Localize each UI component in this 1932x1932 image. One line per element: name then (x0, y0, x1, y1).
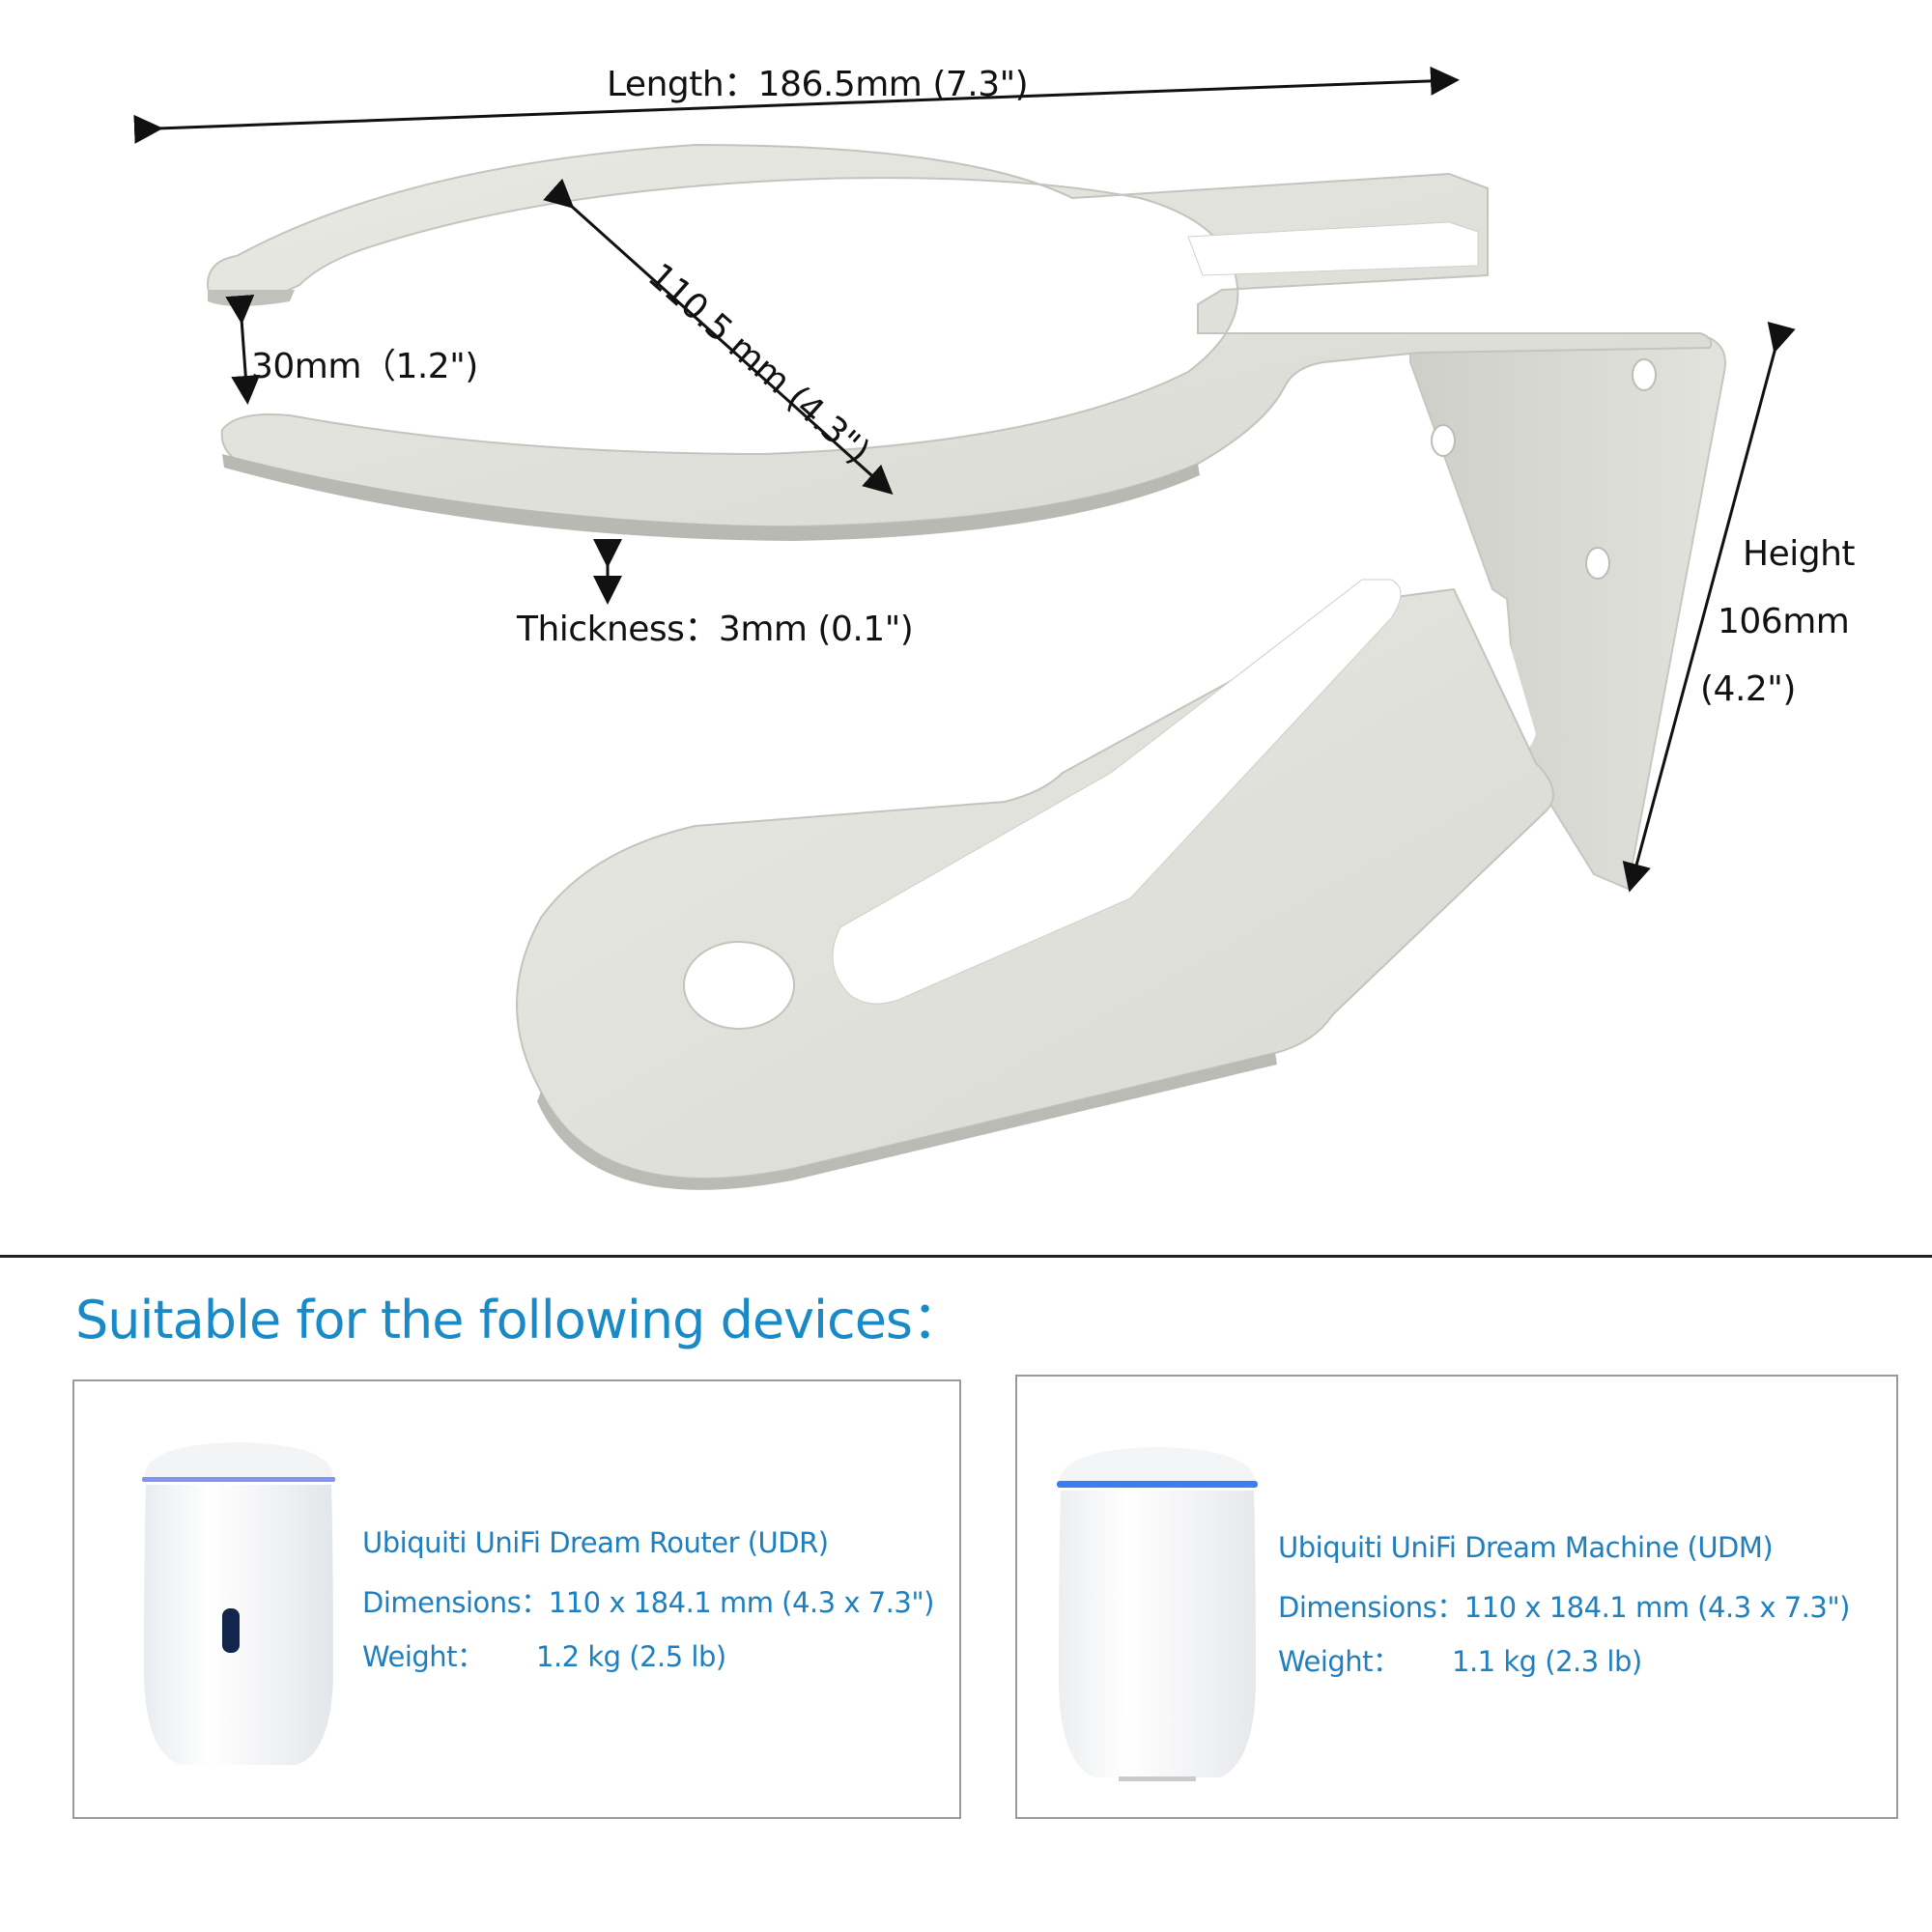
udm-weight-value: 1.1 kg (2.3 lb) (1452, 1645, 1642, 1678)
height-arrow (1622, 321, 1796, 893)
height-label-inch: (4.2") (1700, 669, 1796, 709)
udm-name: Ubiquiti UniFi Dream Machine (UDM) (1278, 1531, 1774, 1564)
bracket-illustration (133, 66, 1796, 1190)
gap-arrow (225, 294, 261, 405)
udr-weight: Weight： 1.2 kg (2.5 lb) (362, 1634, 726, 1675)
diameter-arrow (543, 178, 894, 496)
udr-weight-label: Weight： (362, 1640, 485, 1673)
udr-device-image (142, 1442, 335, 1765)
gap-label: 30mm（1.2") (251, 347, 478, 386)
udm-dimensions-label: Dimensions： (1278, 1591, 1464, 1624)
device-card-udm: Ubiquiti UniFi Dream Machine (UDM) Dimen… (1015, 1375, 1898, 1819)
length-label: Length：186.5mm (7.3") (607, 65, 1029, 104)
height-label-mm: 106mm (1718, 602, 1850, 641)
bracket-foot-plate (516, 579, 1554, 1190)
udr-dimensions-value: 110 x 184.1 mm (4.3 x 7.3") (548, 1586, 935, 1619)
device-card-udr: Ubiquiti UniFi Dream Router (UDR) Dimens… (72, 1379, 961, 1819)
udm-dimensions-value: 110 x 184.1 mm (4.3 x 7.3") (1463, 1591, 1851, 1624)
udr-dimensions: Dimensions：110 x 184.1 mm (4.3 x 7.3") (362, 1580, 934, 1621)
udr-dimensions-label: Dimensions： (362, 1586, 549, 1619)
udm-weight-label: Weight： (1278, 1645, 1401, 1678)
udm-weight: Weight： 1.1 kg (2.3 lb) (1278, 1639, 1642, 1680)
udr-display-icon (222, 1608, 240, 1653)
length-arrow (133, 66, 1460, 144)
udr-weight-value: 1.2 kg (2.5 lb) (536, 1640, 726, 1673)
thickness-label: Thickness：3mm (0.1") (517, 610, 914, 649)
compatible-devices-heading: Suitable for the following devices： (75, 1290, 964, 1350)
height-label-title: Height (1743, 534, 1856, 574)
section-divider (0, 1255, 1932, 1258)
udm-device-image (1057, 1447, 1258, 1781)
udm-dimensions: Dimensions：110 x 184.1 mm (4.3 x 7.3") (1278, 1585, 1850, 1626)
udr-name: Ubiquiti UniFi Dream Router (UDR) (362, 1526, 829, 1559)
